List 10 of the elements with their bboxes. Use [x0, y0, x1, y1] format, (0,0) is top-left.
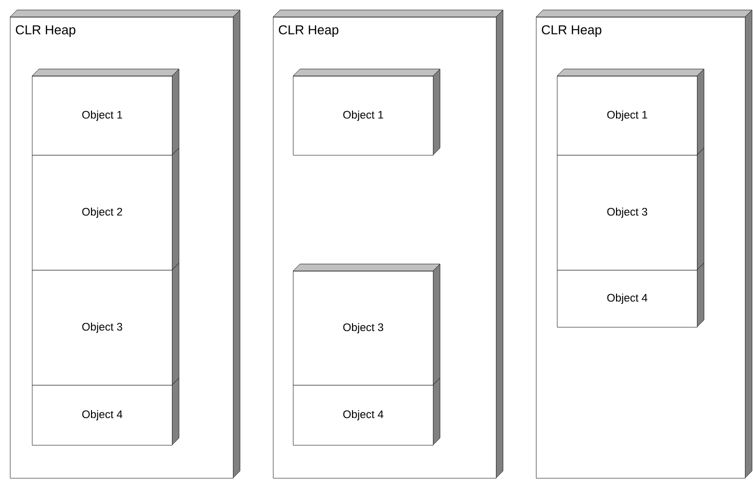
- object-box: Object 2: [32, 148, 180, 270]
- object-box: Object 3: [32, 262, 180, 386]
- object-box: Object 4: [557, 262, 704, 328]
- object-box: Object 1: [32, 68, 180, 156]
- object-box: Object 1: [292, 68, 440, 156]
- object-box: Object 4: [293, 378, 440, 446]
- object-box: Object 3: [557, 148, 704, 270]
- object-box: Object 3: [292, 264, 440, 386]
- object-box: Object 4: [32, 378, 180, 446]
- object-box: Object 1: [556, 68, 704, 156]
